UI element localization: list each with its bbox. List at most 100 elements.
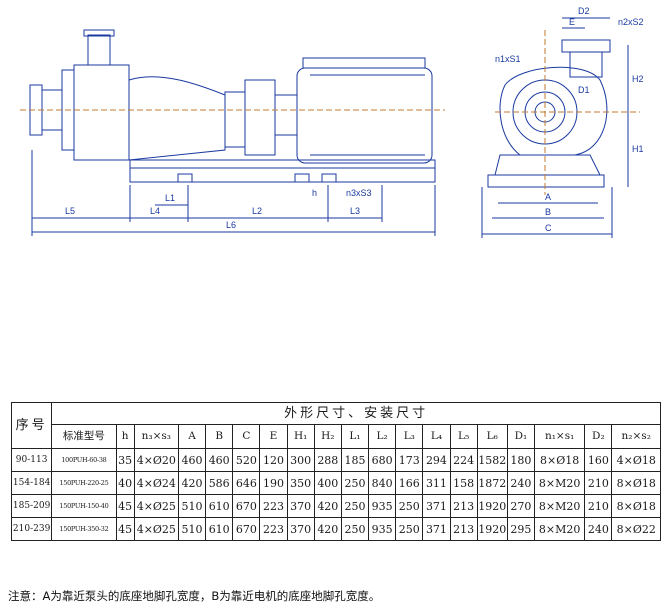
table-cell: 400 [313,471,342,495]
table-cell: 4×Ø20 [133,448,179,472]
table-cell: 240 [506,471,536,495]
table-cell: 670 [232,494,261,518]
table-cell: 173 [395,448,424,472]
header-group: 外形尺寸、安装尺寸 [51,402,661,425]
table-cell: 510 [177,494,207,518]
label-L1: L1 [165,193,175,203]
table-cell: 1872 [476,471,508,495]
header-columns-row: 标准型号 h n₃×s₃ A B C E H₁ H₂ L₁ L₂ L₃ L₄ L… [12,424,661,449]
col-header: n₁×s₁ [533,424,586,449]
side-view-pump [29,29,298,161]
cell-seq: 185-209 [10,494,53,518]
col-header: H₁ [286,424,315,449]
table-cell: 45 [115,494,135,518]
table-cell: 610 [205,517,234,541]
label-n3xS3: n3xS3 [346,188,372,198]
table-cell: 4×Ø24 [133,471,179,495]
label-L2: L2 [252,206,262,216]
table-cell: 610 [205,494,234,518]
col-header: n₃×s₃ [133,424,179,449]
cell-seq: 154-184 [10,471,53,495]
col-header: n₂×s₂ [611,424,661,449]
side-view-dimensions [31,150,436,236]
table-cell: 270 [506,494,536,518]
table-cell: 210 [584,471,613,495]
label-h: h [312,188,317,198]
table-cell: 180 [506,448,536,472]
table-cell: 240 [584,517,613,541]
table-cell: 166 [395,471,424,495]
side-view-motor [296,57,433,164]
table-cell: 213 [449,494,478,518]
header-seq: 序号 [10,402,53,449]
table-cell: 646 [232,471,261,495]
table-cell: 224 [449,448,478,472]
label-H2: H2 [632,74,644,84]
table-cell: 8×Ø22 [611,517,661,541]
label-L6: L6 [226,220,236,230]
table-cell: 35 [115,448,135,472]
table-cell: 370 [286,517,315,541]
table-cell: 586 [205,471,234,495]
col-header: L₄ [422,424,451,449]
table-cell: 300 [286,448,315,472]
table-cell: 250 [340,517,370,541]
table-cell: 160 [584,448,613,472]
table-cell: 1920 [476,494,508,518]
table-cell: 294 [422,448,451,472]
col-header: D₁ [506,424,536,449]
table-cell: 120 [259,448,288,472]
table-cell: 8×M20 [533,517,586,541]
table-cell: 45 [115,517,135,541]
col-header: L₆ [476,424,508,449]
table-cell: 8×Ø18 [611,471,661,495]
end-view-dimensions [481,17,629,238]
table-cell: 250 [340,494,370,518]
col-header: L₅ [449,424,478,449]
table-cell: 210 [584,494,613,518]
label-B: B [545,207,551,217]
table-cell: 510 [177,517,207,541]
table-cell: 371 [422,494,451,518]
table-cell: 8×Ø18 [533,448,586,472]
label-D1: D1 [578,85,590,95]
col-header: B [205,424,234,449]
table-cell: 250 [340,471,370,495]
table-cell: 250 [395,517,424,541]
pump-dimension-drawing: L1 L5 L4 L2 L3 L6 h n3xS3 D2 [20,6,644,238]
table-cell: 4×Ø25 [133,494,179,518]
cell-model: 150PUH-150-40 [51,494,117,518]
col-header: L₂ [368,424,397,449]
table-cell: 213 [449,517,478,541]
table-cell: 158 [449,471,478,495]
col-header: E [259,424,288,449]
label-A: A [545,192,551,202]
table-cell: 8×M20 [533,494,586,518]
cell-model: 100PUH-60-38 [51,448,117,472]
label-n1xS1: n1xS1 [495,54,521,64]
table-cell: 420 [313,517,342,541]
table-cell: 185 [340,448,370,472]
col-header: 标准型号 [51,424,117,449]
col-header: C [232,424,261,449]
table-cell: 8×M20 [533,471,586,495]
cell-model: 150PUH-220-25 [51,471,117,495]
label-C: C [545,223,552,233]
label-L3: L3 [350,206,360,216]
table-cell: 371 [422,517,451,541]
cell-seq: 90-113 [10,448,53,472]
table-cell: 295 [506,517,536,541]
col-header: A [177,424,207,449]
col-header: D₂ [584,424,613,449]
table-cell: 8×Ø18 [611,494,661,518]
table-cell: 350 [286,471,315,495]
table-cell: 223 [259,494,288,518]
table-cell: 250 [395,494,424,518]
table-cell: 840 [368,471,397,495]
dimension-table: 序号 外形尺寸、安装尺寸 标准型号 h n₃×s₃ A B C E H₁ H₂ … [10,402,661,541]
table-cell: 680 [368,448,397,472]
col-header: H₂ [313,424,342,449]
note-text: 注意：A为靠近泵头的底座地脚孔宽度，B为靠近电机的底座地脚孔宽度。 [8,589,381,603]
